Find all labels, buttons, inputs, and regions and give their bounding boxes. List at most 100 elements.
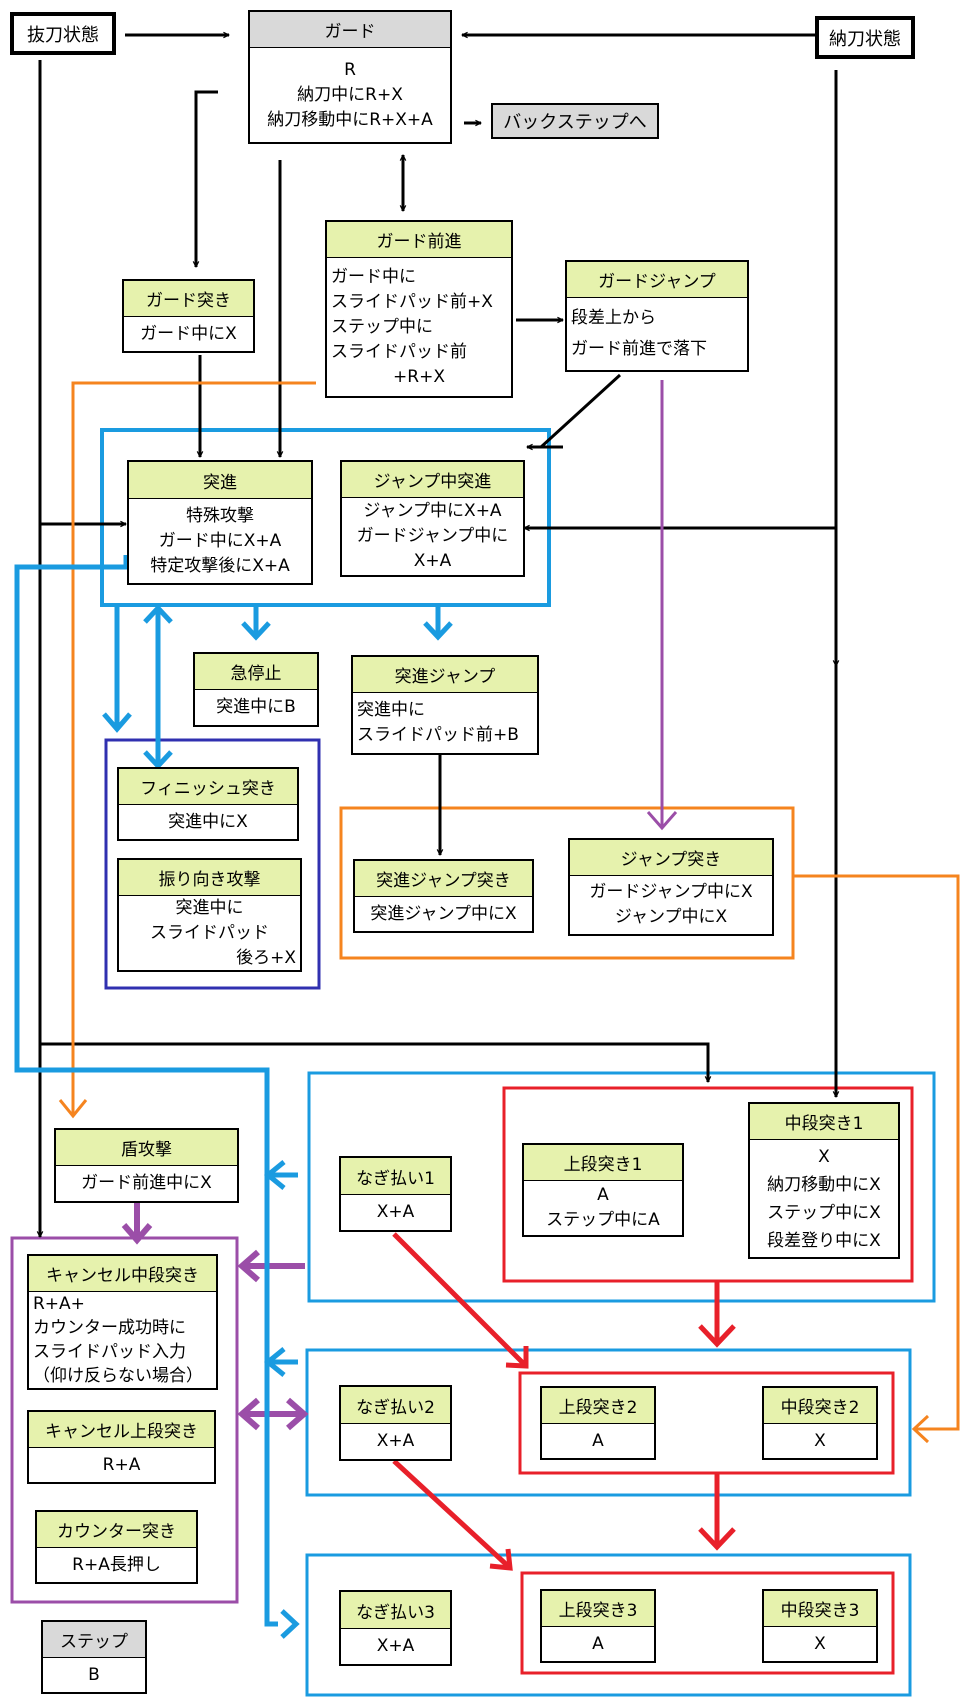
high-thrust1-line-1: A: [597, 1185, 609, 1205]
high-thrust2-line-1: A: [592, 1430, 604, 1451]
cancel-high-thrust-node: キャンセル上段突き R+A: [27, 1410, 216, 1484]
combo1-frame: [307, 1071, 936, 1303]
cancel-high-thrust-line-1: R+A: [102, 1454, 141, 1475]
high-thrust2-node: 上段突き2 A: [540, 1386, 656, 1460]
charge-node: 突進 特殊攻撃 ガード中にX+A 特定攻撃後にX+A: [127, 460, 313, 585]
guard-jump-line-1: 段差上から: [571, 308, 656, 328]
counter-thrust-node: カウンター突き R+A長押し: [35, 1510, 198, 1584]
mid-thrust3-node: 中段突き3 X: [762, 1589, 878, 1663]
charge-jump-line-1: 突進中に: [357, 700, 425, 720]
jump-thrust-node: ジャンプ突き ガードジャンプ中にX ジャンプ中にX: [568, 838, 774, 936]
sudden-stop-node: 急停止 突進中にB: [193, 652, 319, 727]
guard-line-1: R: [344, 59, 356, 80]
sweep3-node: なぎ払い3 X+A: [339, 1590, 452, 1666]
guard-thrust-line-1: ガード中にX: [140, 323, 237, 344]
guard-jump-node: ガードジャンプ 段差上から ガード前進で落下: [565, 260, 749, 372]
mid-thrust2-line-1: X: [814, 1430, 826, 1451]
thrust1-frame: [502, 1086, 914, 1283]
step-line-1: B: [88, 1664, 100, 1685]
mid-thrust3-title: 中段突き3: [764, 1591, 876, 1627]
guard-forward-line-4: スライドパッド前: [331, 341, 467, 362]
guard-forward-line-3: ステップ中に: [331, 316, 433, 337]
mid-thrust2-title: 中段突き2: [764, 1388, 876, 1424]
mid-thrust1-title: 中段突き1: [750, 1104, 898, 1140]
charge-group-frame: [100, 428, 551, 607]
battou-state-label: 抜刀状態: [10, 12, 116, 55]
finish-thrust-node: フィニッシュ突き 突進中にX: [117, 767, 299, 841]
guard-forward-line-1: ガード中に: [331, 266, 416, 287]
guard-node: ガード R 納刀中にR+X 納刀移動中にR+X+A: [248, 10, 452, 144]
turn-attack-line-1: 突進中に: [175, 898, 244, 918]
guard-line-2: 納刀中にR+X: [297, 84, 403, 105]
sweep1-node: なぎ払い1 X+A: [339, 1156, 452, 1232]
sweep2-line-1: X+A: [376, 1431, 415, 1451]
sweep2-title: なぎ払い2: [341, 1387, 450, 1424]
high-thrust1-node: 上段突き1 A ステップ中にA: [522, 1143, 684, 1237]
turn-attack-line-2: スライドパッド: [150, 923, 269, 943]
mid-thrust1-line-3: ステップ中にX: [767, 1202, 881, 1223]
cancel-mid-thrust-line-1: R+A+: [33, 1294, 85, 1314]
guard-jump-line-2: ガード前進で落下: [571, 339, 707, 359]
jump-charge-line-3: X+A: [413, 551, 452, 571]
sweep2-node: なぎ払い2 X+A: [339, 1385, 452, 1461]
guard-forward-line-5: +R+X: [393, 366, 445, 387]
jump-thrust-title: ジャンプ突き: [570, 840, 772, 876]
turn-attack-title: 振り向き攻撃: [119, 860, 300, 896]
guard-thrust-node: ガード突き ガード中にX: [122, 279, 255, 353]
jump-charge-node: ジャンプ中突進 ジャンプ中にX+A ガードジャンプ中に X+A: [340, 460, 525, 577]
combo3-frame: [305, 1553, 912, 1697]
jump-charge-title: ジャンプ中突進: [342, 462, 523, 498]
charge-line-2: ガード中にX+A: [158, 530, 282, 551]
guard-line-3: 納刀移動中にR+X+A: [267, 109, 433, 130]
sweep1-line-1: X+A: [376, 1202, 415, 1222]
black-arrows: [40, 35, 836, 1237]
purple-arrows: [646, 380, 678, 831]
jump-thrust-line-2: ジャンプ中にX: [614, 907, 728, 927]
noutou-state-label: 納刀状態: [815, 16, 915, 59]
charge-followup-frame: [104, 738, 321, 990]
charge-jump-thrust-node: 突進ジャンプ突き 突進ジャンプ中にX: [353, 859, 534, 933]
high-thrust3-line-1: A: [592, 1633, 604, 1654]
cancel-mid-thrust-title: キャンセル中段突き: [29, 1256, 216, 1292]
shield-attack-line-1: ガード前進中にX: [81, 1173, 212, 1193]
sweep3-line-1: X+A: [376, 1636, 415, 1656]
jump-charge-line-2: ガードジャンプ中に: [356, 526, 509, 546]
charge-jump-title: 突進ジャンプ: [353, 657, 537, 693]
sweep3-title: なぎ払い3: [341, 1592, 450, 1629]
step-title: ステップ: [43, 1622, 145, 1658]
high-thrust1-title: 上段突き1: [524, 1145, 682, 1181]
mid-thrust3-line-1: X: [814, 1633, 826, 1654]
guard-thrust-title: ガード突き: [124, 281, 253, 317]
guard-forward-node: ガード前進 ガード中に スライドパッド前+X ステップ中に スライドパッド前 +…: [325, 220, 513, 398]
cancel-mid-thrust-node: キャンセル中段突き R+A+ カウンター成功時に スライドパッド入力 （仰け反ら…: [27, 1254, 218, 1390]
charge-line-3: 特定攻撃後にX+A: [150, 555, 290, 576]
thrust2-frame: [518, 1371, 895, 1475]
sweep1-title: なぎ払い1: [341, 1158, 450, 1195]
mid-thrust1-line-1: X: [818, 1146, 830, 1167]
mid-thrust1-line-2: 納刀移動中にX: [767, 1174, 881, 1195]
red-arrows: [392, 1232, 736, 1571]
guard-forward-title: ガード前進: [327, 222, 511, 258]
orange-arrows: [58, 381, 960, 1444]
cancel-mid-thrust-line-3: スライドパッド入力: [33, 1342, 186, 1362]
mid-thrust1-line-4: 段差登り中にX: [767, 1230, 881, 1251]
turn-attack-line-3: 後ろ+X: [236, 948, 296, 968]
turn-attack-node: 振り向き攻撃 突進中に スライドパッド 後ろ+X: [117, 858, 302, 972]
charge-title: 突進: [129, 462, 311, 499]
purple-thick-arrows: [121, 1203, 309, 1431]
sudden-stop-title: 急停止: [195, 654, 317, 690]
group-frames: [10, 428, 936, 1697]
high-thrust1-line-2: ステップ中にA: [546, 1210, 660, 1230]
charge-jump-thrust-title: 突進ジャンプ突き: [355, 861, 532, 897]
cancel-mid-thrust-line-2: カウンター成功時に: [33, 1318, 186, 1338]
finish-thrust-title: フィニッシュ突き: [119, 769, 297, 805]
finish-thrust-line-1: 突進中にX: [168, 811, 248, 832]
counter-thrust-line-1: R+A長押し: [72, 1554, 161, 1575]
shield-attack-title: 盾攻撃: [56, 1130, 237, 1166]
mid-thrust1-node: 中段突き1 X 納刀移動中にX ステップ中にX 段差登り中にX: [748, 1102, 900, 1259]
step-node: ステップ B: [41, 1620, 147, 1694]
shield-attack-node: 盾攻撃 ガード前進中にX: [54, 1128, 239, 1203]
charge-jump-node: 突進ジャンプ 突進中に スライドパッド前+B: [351, 655, 539, 755]
